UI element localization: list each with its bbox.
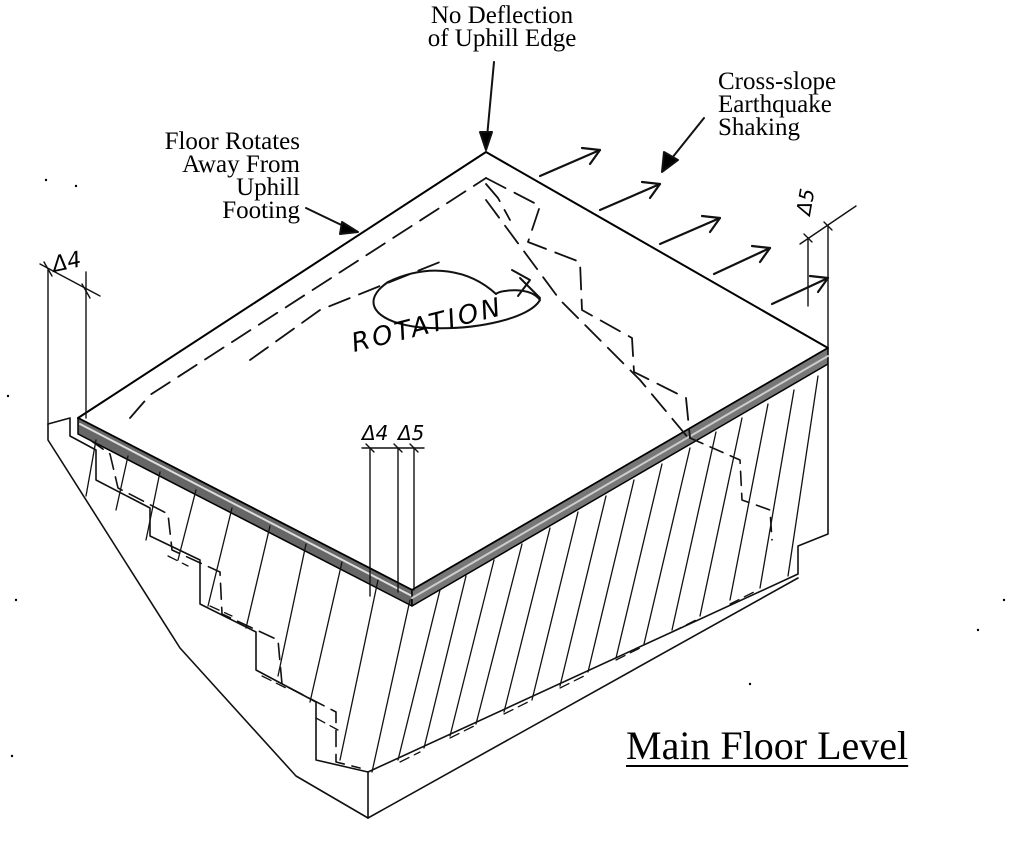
dimension-delta5-right xyxy=(799,205,857,349)
rotation-arrow xyxy=(511,269,541,299)
shaking-arrows xyxy=(538,146,830,306)
wall-studs xyxy=(85,375,819,773)
leader-floor-rotates xyxy=(305,207,359,235)
label-floor-rotates-line2: Away From xyxy=(182,151,300,178)
leader-cross-slope xyxy=(661,117,705,173)
label-floor-rotates-line1: Floor Rotates xyxy=(164,128,300,155)
delta5-right-label: Δ5 xyxy=(791,187,820,219)
shaking-arrow-4 xyxy=(712,244,772,276)
rotation-symbol xyxy=(372,269,541,330)
label-floor-rotates: Floor Rotates Away From Uphill Footing xyxy=(112,128,300,224)
dimension-delta-mid xyxy=(361,443,425,597)
delta4-left-label: Δ4 xyxy=(48,247,84,278)
delta5-mid-label: Δ5 xyxy=(396,421,424,445)
label-cross-slope-line2: Earthquake xyxy=(718,91,832,118)
foundation-bottom-right xyxy=(367,577,799,819)
shaking-arrow-3 xyxy=(658,214,722,246)
foundation-inner-step-dashed xyxy=(89,439,361,769)
foundation-right-base xyxy=(367,363,829,773)
label-no-deflection-line1: No Deflection xyxy=(430,2,574,29)
dimension-delta4-left xyxy=(39,261,101,425)
label-no-deflection: No Deflection of Uphill Edge xyxy=(414,2,590,52)
label-cross-slope: Cross-slope Earthquake Shaking xyxy=(718,68,888,141)
delta4-mid-label: Δ4 xyxy=(360,421,388,445)
label-no-deflection-line2: of Uphill Edge xyxy=(427,25,577,52)
label-cross-slope-line3: Shaking xyxy=(718,114,800,141)
shaking-arrow-1 xyxy=(538,146,602,178)
label-cross-slope-line1: Cross-slope xyxy=(718,68,837,95)
diagram-title: Main Floor Level xyxy=(626,723,909,768)
shaking-arrow-5 xyxy=(770,274,830,306)
back-step-dashed xyxy=(689,437,773,541)
rotation-loop xyxy=(372,269,541,330)
label-floor-rotates-line3: Uphill xyxy=(236,174,300,201)
foundation-base-line xyxy=(47,423,369,819)
floor-slab xyxy=(77,151,829,607)
stud-base-ticks xyxy=(167,555,755,763)
foundation-outer-edge xyxy=(47,417,369,819)
label-floor-rotates-line4: Footing xyxy=(222,197,300,224)
sketch-specks xyxy=(6,178,1006,758)
leader-arrows xyxy=(305,61,705,235)
foundation-stepped-wall xyxy=(47,363,829,819)
leader-no-deflection xyxy=(479,61,495,151)
shaking-arrow-2 xyxy=(598,180,662,212)
